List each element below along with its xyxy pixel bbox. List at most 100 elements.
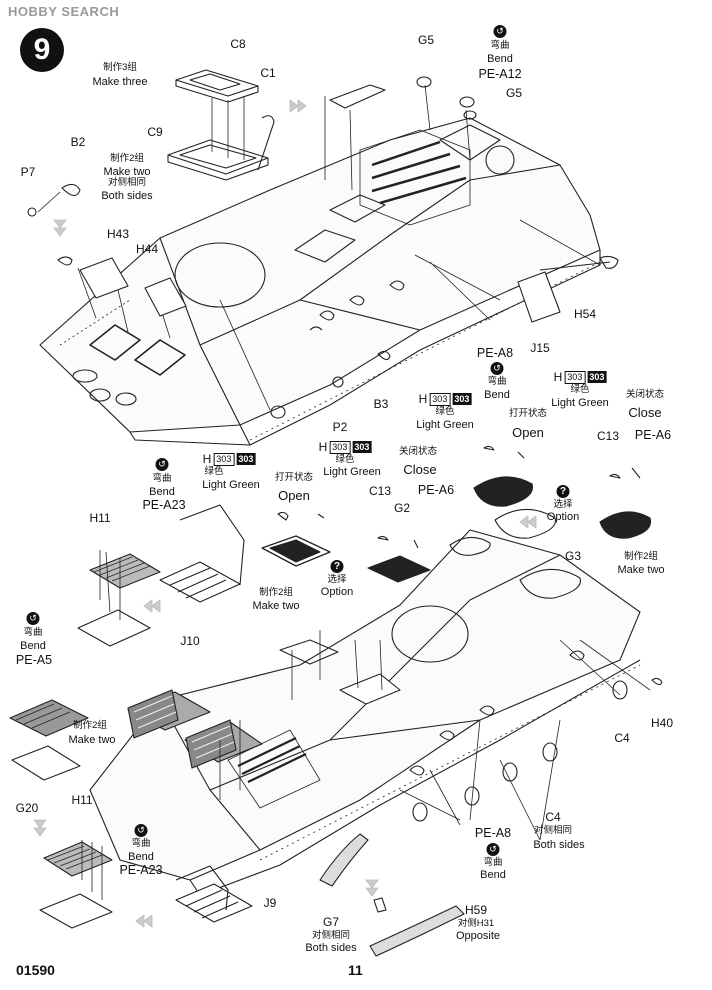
bend-cn-4: 弯曲 [23,627,43,638]
hatch-close-mid [367,535,431,583]
part-label-pe-a6a: PE-A6 [417,483,455,497]
part-label-h11b: H11 [71,793,93,807]
make-two-cn-4: 制作2组 [73,720,107,731]
option-en-1: Option [546,511,580,523]
c1-part [257,115,275,171]
bend-icon: ↺ [490,362,504,375]
bend-cn-1: 弯曲 [490,40,510,51]
h54-part [539,255,619,271]
hobby-search-watermark: HOBBY SEARCH [8,4,120,19]
part-label-p2: P2 [332,420,348,434]
part-label-g5a: G5 [417,33,435,47]
c8-part [175,69,259,103]
green-cn-2: 绿色 [570,384,590,395]
part-label-h54: H54 [573,307,597,321]
both-sides-en-2: Both sides [533,839,585,851]
both-sides-cn-3: 对侧相同 [311,930,351,941]
pe-a5-grille [9,699,89,781]
both-sides-cn-2: 对侧相同 [533,825,573,836]
option-cn-2: 选择 [327,574,347,585]
part-label-h43: H43 [106,227,130,241]
c4-parts [412,680,628,822]
make-two-en-4: Make two [68,734,116,746]
part-label-b2: B2 [70,135,86,149]
close-cn-1: 关闭状态 [625,389,665,400]
g7-exhaust [319,833,369,887]
part-label-g2: G2 [393,501,411,515]
lower-grilles [127,689,237,769]
part-label-h59: H59 [464,903,488,917]
lower-rivets [209,664,641,861]
both-sides-en-3: Both sides [305,942,357,954]
option-icon: ? [556,485,570,498]
b3-part [377,350,391,361]
c9-part [167,139,269,181]
g5-part [416,76,432,88]
kit-code: 01590 [16,962,55,978]
part-label-h11a: H11 [89,511,111,525]
h43-part [79,257,129,299]
part-label-h44: H44 [135,242,159,256]
p7-part [27,207,37,217]
h59-exhaust [369,905,465,957]
open-en-1: Open [512,425,544,440]
make-two-en-2: Make two [617,564,665,576]
part-label-g3: G3 [564,549,582,563]
bend-en-3: Bend [149,486,175,498]
bend-cn-2: 弯曲 [487,376,507,387]
light-green-3: Light Green [323,466,381,478]
j9-grille [39,841,253,929]
part-label-pe-a23a: PE-A23 [142,498,186,512]
step-number-badge: 9 [20,28,64,72]
part-label-c13b: C13 [596,429,620,443]
j15-part [517,271,561,323]
green-cn-1: 绿色 [435,406,455,417]
both-sides-cn-1: 对侧相同 [107,177,147,188]
p2-part [332,376,344,388]
bend-en-4: Bend [20,640,46,652]
upper-hull-top [39,84,601,446]
part-label-g5b: G5 [505,86,523,100]
part-label-pe-a12: PE-A12 [478,67,522,81]
part-label-j9: J9 [263,896,277,910]
bend-en-1: Bend [487,53,513,65]
part-label-c4a: C4 [614,731,630,745]
green-cn-4: 绿色 [204,466,224,477]
hatch-open-left [261,511,331,567]
part-label-c1: C1 [260,66,276,80]
part-label-pe-a6b: PE-A6 [634,428,672,442]
part-label-pe-a23b: PE-A23 [119,863,163,877]
green-cn-3: 绿色 [335,454,355,465]
option-en-2: Option [320,586,354,598]
light-green-4: Light Green [202,479,260,491]
upper-rivets [59,261,601,441]
make-two-en-3: Make two [252,600,300,612]
make-two-cn-3: 制作2组 [259,587,293,598]
bend-cn-3: 弯曲 [152,473,172,484]
hatch-open-right [473,445,534,507]
bend-icon: ↺ [493,25,507,38]
bend-icon: ↺ [486,843,500,856]
part-label-g20: G20 [15,801,39,815]
bend-icon: ↺ [134,824,148,837]
h40-part [651,677,663,686]
close-en-1: Close [628,405,662,420]
part-label-h40: H40 [650,716,674,730]
part-label-c13a: C13 [368,484,392,498]
close-cn-2: 关闭状态 [398,446,438,457]
h44-part [144,277,187,317]
bend-en-2: Bend [484,389,510,401]
open-en-2: Open [278,488,310,503]
page-number: 11 [348,962,363,978]
hatch-close-right [599,467,652,539]
part-label-pe-a5: PE-A5 [15,653,53,667]
bend-en-6: Bend [128,851,154,863]
open-cn-2: 打开状态 [274,472,314,483]
close-en-2: Close [403,462,437,477]
part-label-j15: J15 [530,341,550,355]
